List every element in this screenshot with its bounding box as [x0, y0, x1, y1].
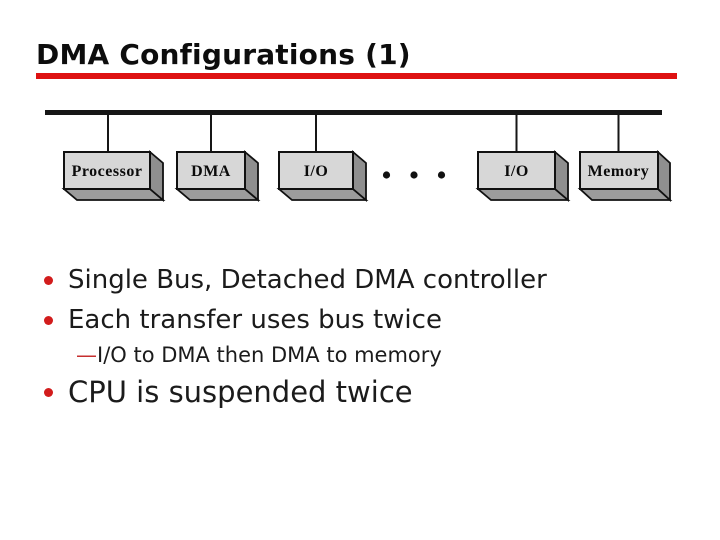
box-front-face: [477, 151, 556, 190]
box-bottom-face: [276, 188, 369, 201]
slide-title: DMA Configurations (1): [36, 38, 411, 71]
bullet-item-3: CPU is suspended twice: [44, 375, 413, 410]
io-box-2: I/O: [475, 150, 571, 202]
box-bottom-face: [61, 188, 166, 201]
box-label: I/O: [304, 163, 329, 180]
io-box-1: I/O: [276, 150, 369, 202]
bus-diagram: Processor DMA I/O I/O Memory: [45, 110, 673, 203]
memory-box: Memory: [577, 149, 673, 203]
title-underline-rule: [36, 73, 677, 79]
box-bottom-face: [577, 188, 673, 201]
sub-bullet-item: — I/O to DMA then DMA to memory: [76, 343, 442, 367]
box-label: Processor: [72, 163, 143, 180]
box-front-face: [278, 151, 354, 190]
dma-box: DMA: [174, 150, 261, 202]
processor-box: Processor: [61, 150, 166, 202]
bullet-item-1: Single Bus, Detached DMA controller: [44, 265, 547, 295]
box-bottom-face: [475, 188, 571, 201]
bullet-marker-icon: [44, 276, 53, 285]
box-label: Memory: [588, 163, 650, 180]
bullet-marker-icon: [44, 316, 53, 325]
box-front-face: [579, 151, 659, 190]
sub-bullet-text: I/O to DMA then DMA to memory: [97, 343, 442, 367]
ellipsis-dot: [410, 171, 418, 179]
box-front-face: [176, 151, 246, 190]
dash-marker: —: [76, 343, 97, 367]
bullet-text: Single Bus, Detached DMA controller: [68, 265, 547, 295]
ellipsis-dot: [382, 171, 391, 179]
box-front-face: [63, 151, 151, 190]
box-label: DMA: [191, 163, 231, 180]
system-bus-line: [45, 110, 662, 115]
bullet-marker-icon: [44, 388, 53, 397]
ellipsis-dot: [437, 171, 446, 179]
bullet-text: CPU is suspended twice: [68, 375, 413, 409]
bullet-item-2: Each transfer uses bus twice: [44, 305, 442, 335]
box-label: I/O: [504, 163, 529, 180]
bullet-text: Each transfer uses bus twice: [68, 305, 442, 335]
